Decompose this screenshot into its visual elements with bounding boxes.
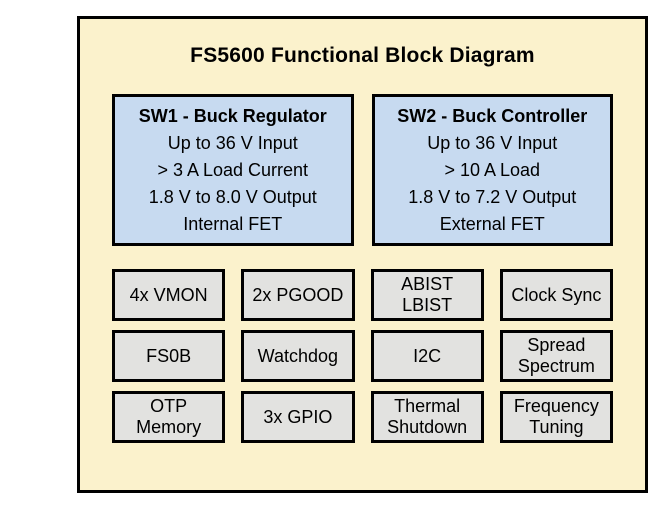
sw1-title: SW1 - Buck Regulator bbox=[138, 105, 327, 126]
block-label: Memory bbox=[136, 417, 202, 437]
sw1-spec-load: > 3 A Load Current bbox=[157, 159, 309, 180]
block-label: Clock Sync bbox=[511, 284, 602, 305]
block-diagram-panel: FS5600 Functional Block Diagram SW1 - Bu… bbox=[77, 16, 648, 493]
sw1-spec-input: Up to 36 V Input bbox=[167, 132, 298, 153]
block-label: I2C bbox=[413, 345, 442, 366]
feature-grid: 4x VMON 2x PGOOD ABIST LBIST Clock Sync … bbox=[112, 269, 613, 443]
block-4x-vmon: 4x VMON bbox=[112, 269, 226, 321]
sw2-spec-output: 1.8 V to 7.2 V Output bbox=[408, 186, 577, 207]
block-label: OTP bbox=[150, 396, 188, 416]
block-abist-lbist: ABIST LBIST bbox=[370, 269, 484, 321]
block-label: Shutdown bbox=[387, 417, 468, 437]
block-watchdog: Watchdog bbox=[241, 330, 355, 382]
sw2-spec-load: > 10 A Load bbox=[444, 159, 541, 180]
diagram-title: FS5600 Functional Block Diagram bbox=[190, 44, 535, 67]
regulator-row: SW1 - Buck Regulator Up to 36 V Input > … bbox=[112, 94, 613, 246]
block-label: Tuning bbox=[529, 417, 584, 437]
block-label: 2x PGOOD bbox=[252, 284, 344, 305]
block-label: 3x GPIO bbox=[263, 406, 333, 427]
block-frequency-tuning: Frequency Tuning bbox=[499, 391, 613, 443]
sw1-spec-fet: Internal FET bbox=[183, 213, 283, 234]
block-spread-spectrum: Spread Spectrum bbox=[499, 330, 613, 382]
block-2x-pgood: 2x PGOOD bbox=[241, 269, 355, 321]
block-label: Frequency bbox=[513, 396, 599, 416]
block-label: 4x VMON bbox=[129, 284, 208, 305]
block-label: FS0B bbox=[146, 345, 192, 366]
sw2-spec-fet: External FET bbox=[439, 213, 545, 234]
block-sw1-buck-regulator: SW1 - Buck Regulator Up to 36 V Input > … bbox=[112, 94, 354, 246]
block-3x-gpio: 3x GPIO bbox=[241, 391, 355, 443]
block-label: Thermal bbox=[394, 396, 461, 416]
block-fs0b: FS0B bbox=[112, 330, 226, 382]
block-label: ABIST bbox=[401, 274, 454, 294]
block-thermal-shutdown: Thermal Shutdown bbox=[370, 391, 484, 443]
block-label: Spread bbox=[527, 335, 586, 355]
block-i2c: I2C bbox=[370, 330, 484, 382]
block-label: Spectrum bbox=[517, 356, 595, 376]
sw2-spec-input: Up to 36 V Input bbox=[427, 132, 558, 153]
block-clock-sync: Clock Sync bbox=[499, 269, 613, 321]
sw2-title: SW2 - Buck Controller bbox=[397, 105, 588, 126]
sw1-spec-output: 1.8 V to 8.0 V Output bbox=[148, 186, 317, 207]
block-label: LBIST bbox=[402, 295, 453, 315]
block-otp-memory: OTP Memory bbox=[112, 391, 226, 443]
block-sw2-buck-controller: SW2 - Buck Controller Up to 36 V Input >… bbox=[371, 94, 613, 246]
block-label: Watchdog bbox=[257, 345, 339, 366]
